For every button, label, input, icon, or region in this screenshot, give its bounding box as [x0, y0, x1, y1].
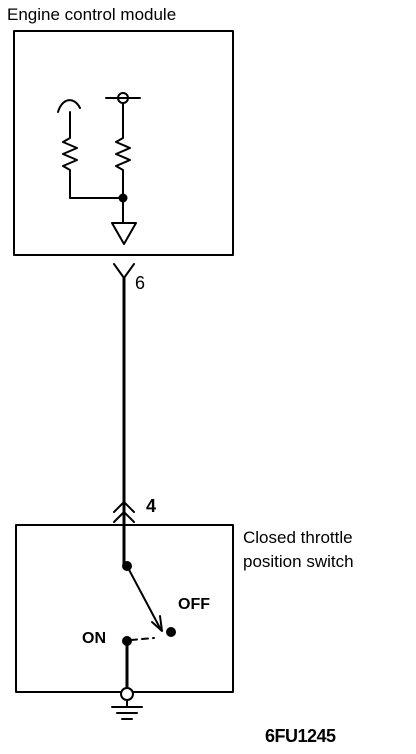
- ecm-box: [13, 30, 234, 256]
- connector-4-pin-label: 4: [146, 496, 157, 516]
- off-label: OFF: [178, 596, 210, 613]
- on-label: ON: [82, 630, 106, 647]
- switch-title: Closed throttle position switch: [243, 528, 354, 571]
- junction-dot: [118, 193, 128, 203]
- left-resistor: [57, 99, 124, 199]
- right-resistor: [115, 103, 131, 223]
- off-contact: [166, 627, 176, 637]
- switch-blade: [126, 565, 161, 629]
- ground-terminal: [120, 687, 134, 701]
- ecm-ground-icon: [111, 222, 137, 245]
- ecm-title: Engine control module: [7, 5, 177, 24]
- dashed-link: [130, 637, 155, 641]
- figure-code: 6FU1245: [265, 726, 336, 746]
- blade-arrow-icon: [151, 615, 163, 632]
- connector-6-pin-label: 6: [135, 273, 146, 293]
- connector-6: [113, 263, 135, 279]
